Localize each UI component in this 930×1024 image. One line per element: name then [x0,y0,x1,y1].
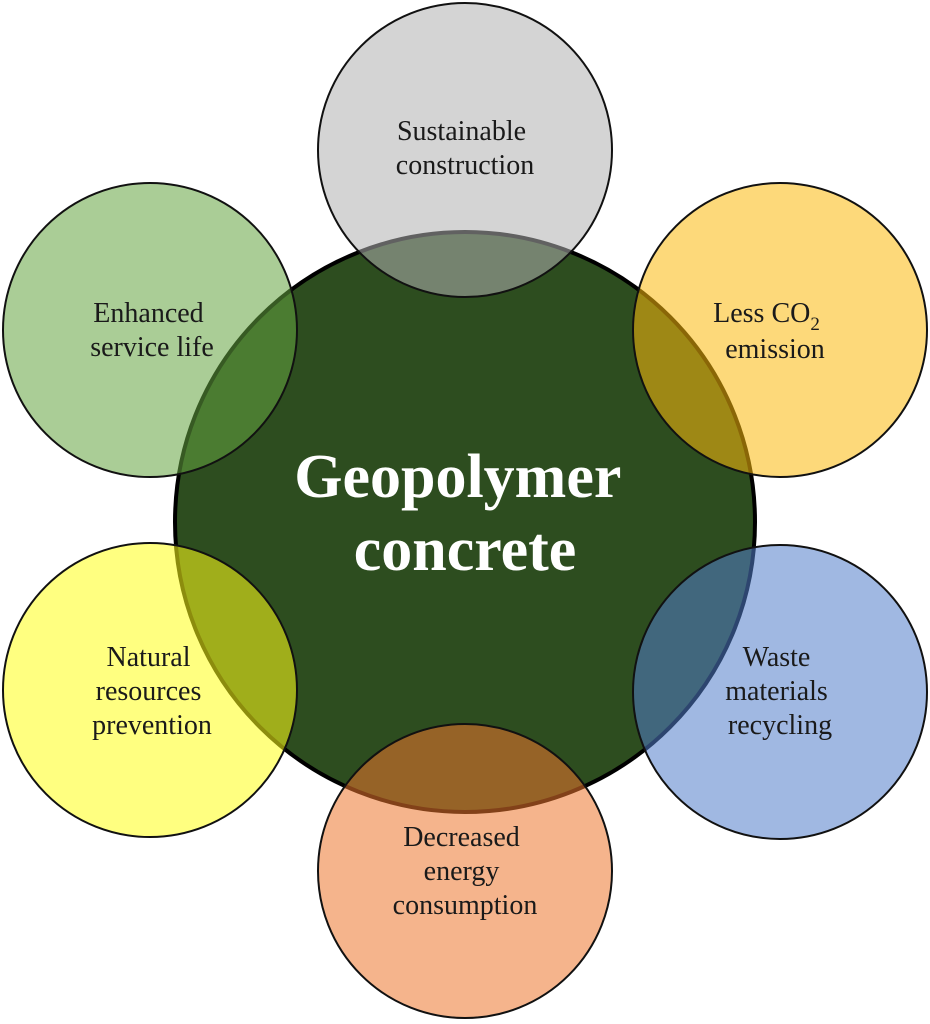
benefit-less-co2: Less CO2 emission [632,182,928,478]
benefit-circle [2,182,298,478]
label-line: prevention [92,710,212,741]
benefit-circle [632,544,928,840]
label-line: Waste [743,642,811,673]
label-line: Natural [107,642,191,673]
label-line: recycling [728,710,832,741]
label-line: materials [725,676,828,707]
benefit-sustainable: Sustainable construction [317,2,613,298]
benefit-circle [317,2,613,298]
benefit-label: Enhanced service life [90,298,214,363]
label-line: Enhanced [93,298,203,329]
benefit-service-life: Enhanced service life [2,182,298,478]
label-line: energy [424,856,500,887]
benefit-circle [317,723,613,1019]
subscript: 2 [810,314,820,335]
label-text: Less CO [713,298,810,329]
benefit-waste-recycling: Waste materials recycling [632,544,928,840]
label-line: Less CO2 [713,298,820,335]
benefit-label: Waste materials recycling [725,642,835,741]
benefit-natural-resources: Natural resources prevention [2,542,298,838]
benefit-label: Sustainable construction [396,116,534,181]
label-line: consumption [393,890,538,921]
label-line: Sustainable [397,116,526,147]
label-line: emission [725,334,825,365]
label-line: service life [90,332,214,363]
benefit-circle [2,542,298,838]
benefit-circle [632,182,928,478]
benefit-label: Less CO2 emission [713,298,827,365]
label-line: construction [396,150,534,181]
benefit-label: Natural resources prevention [92,642,212,741]
label-line: resources [96,676,202,707]
benefit-decreased-energy: Decreased energy consumption [317,723,613,1019]
benefit-label: Decreased energy consumption [393,822,538,921]
title-line: concrete [354,516,577,584]
title-line: Geopolymer [294,443,621,511]
label-line: Decreased [403,822,520,853]
center-title: Geopolymer concrete [294,443,636,584]
